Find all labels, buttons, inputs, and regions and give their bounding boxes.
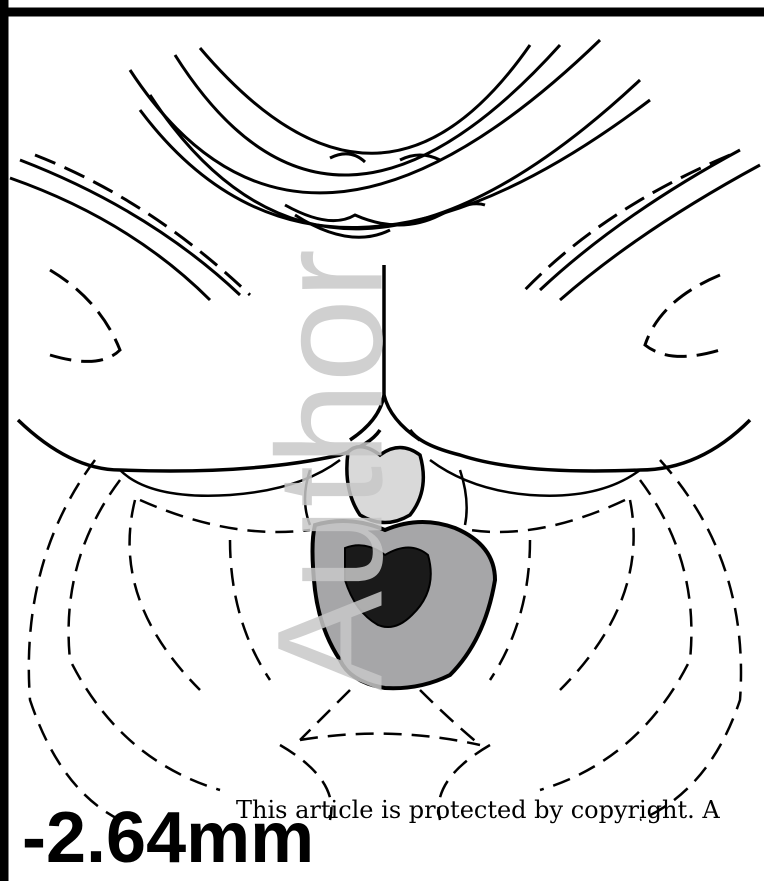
dorsal-arcs (130, 40, 650, 237)
nucleus-light-region (347, 447, 423, 523)
bregma-coordinate-label: -2.64mm (22, 798, 314, 878)
copyright-notice: This article is protected by copyright. … (236, 796, 764, 824)
midline (18, 265, 750, 471)
